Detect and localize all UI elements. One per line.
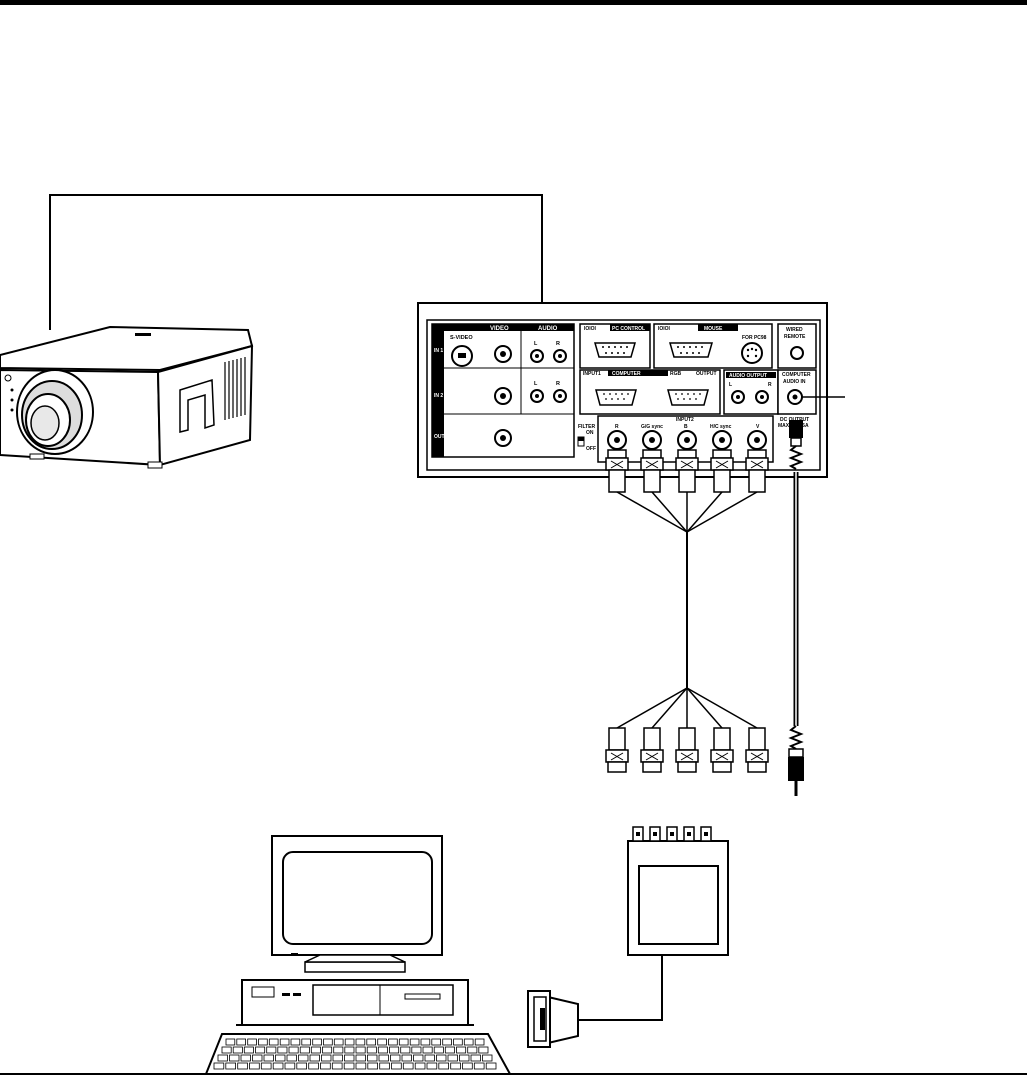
for-pc98-label: FOR PC98 <box>742 335 767 341</box>
pc-control-label: PC CONTROL <box>612 326 645 332</box>
svideo-label: S-VIDEO <box>450 335 473 341</box>
filter-off-label: OFF <box>586 446 596 452</box>
header-rule <box>0 0 1027 5</box>
bnc-plug-top-3 <box>675 430 699 493</box>
projector-illustration <box>0 325 254 469</box>
bnc-plug-bottom-2 <box>640 727 664 773</box>
input2-label: INPUT2 <box>676 417 694 423</box>
audio-output-label: AUDIO OUTPUT <box>729 373 767 379</box>
audio-cable <box>788 420 804 796</box>
bnc-g-label: G/G sync <box>641 424 663 430</box>
out-label: OUT <box>434 434 445 440</box>
callout-line <box>49 194 543 330</box>
computer-input-port <box>595 389 637 406</box>
video-in1-port <box>494 345 512 363</box>
adapter-box-illustration <box>527 826 729 1048</box>
bnc-plug-top-2 <box>640 430 664 493</box>
bnc-b-label: B <box>684 424 688 430</box>
audio-output-l-label: L <box>729 382 732 388</box>
computer-audio-label-1: COMPUTER <box>782 372 811 378</box>
mouse-label: MOUSE <box>704 326 723 332</box>
bnc-plug-bottom-3 <box>675 727 699 773</box>
computer-illustration <box>204 835 512 1075</box>
bnc-plug-bottom-4 <box>710 727 734 773</box>
bnc-cable-fan-bottom <box>616 687 758 729</box>
video-in2-port <box>494 387 512 405</box>
keyboard-keys <box>213 1038 497 1070</box>
rgb-label: RGB <box>670 371 682 377</box>
bnc-plug-bottom-5 <box>745 727 769 773</box>
bnc-plug-top-4 <box>710 430 734 493</box>
audio-l-label: L <box>534 341 538 347</box>
video-out-port <box>494 429 512 447</box>
in1-label: IN 1 <box>434 348 443 354</box>
wired-remote-port <box>790 346 804 360</box>
pc-control-port <box>594 342 636 358</box>
rgb-output-port <box>667 389 709 406</box>
bnc-plug-top-1 <box>605 430 629 493</box>
in2-label: IN 2 <box>434 393 443 399</box>
bnc-r-label: R <box>615 424 619 430</box>
video-header-label: VIDEO <box>490 326 509 332</box>
bnc-plug-top-5 <box>745 430 769 493</box>
audio-header-label: AUDIO <box>538 326 558 332</box>
output-label: OUTPUT <box>696 371 717 377</box>
audio-output-r-label: R <box>768 382 772 388</box>
audio-l2-label: L <box>534 381 538 387</box>
computer-label: COMPUTER <box>612 371 641 377</box>
bnc-plug-bottom-1 <box>605 727 629 773</box>
bnc-v-label: V <box>756 424 760 430</box>
input1-label: INPUT1 <box>583 371 601 377</box>
pc-control-icon: IOIOI <box>584 326 597 332</box>
audio-r-label: R <box>556 341 560 347</box>
filter-label: FILTER <box>578 424 596 430</box>
pc98-port <box>741 342 763 364</box>
bnc-plugs-bottom <box>605 727 769 773</box>
bnc-cable-fan-top <box>616 491 758 533</box>
audio-r2-label: R <box>556 381 560 387</box>
bnc-hv-label: H/C sync <box>710 424 732 430</box>
mouse-icon: IOIOI <box>658 326 671 332</box>
connector-panel: VIDEO AUDIO IN 1 IN 2 OUT S-VIDEO L R L … <box>417 302 845 478</box>
computer-audio-label-2: AUDIO IN <box>783 379 806 385</box>
bnc-plugs-top <box>605 430 769 493</box>
wired-remote-label-1: WIRED <box>786 327 803 333</box>
filter-on-label: ON <box>586 430 594 436</box>
mouse-port <box>669 342 713 358</box>
wired-remote-label-2: REMOTE <box>784 334 806 340</box>
